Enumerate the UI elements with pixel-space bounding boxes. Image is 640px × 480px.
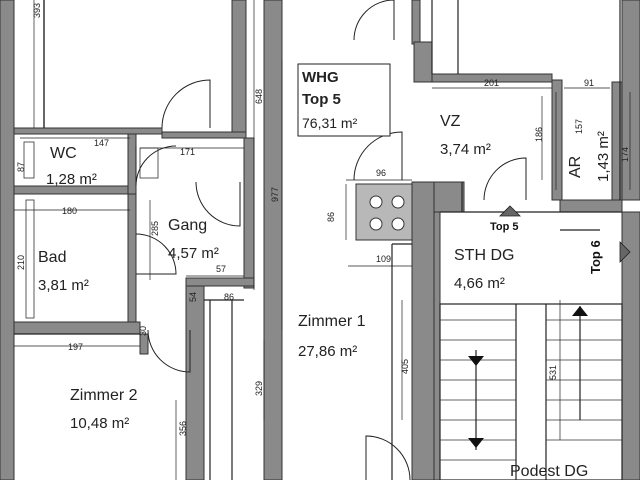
dim-87: 87 — [16, 162, 26, 172]
room-zimmer2-area: 10,48 m² — [70, 415, 129, 432]
door-arc-bad — [135, 233, 177, 275]
stair-arrow-down-icon — [468, 356, 484, 366]
room-podest-name: Podest DG — [510, 463, 588, 480]
top6-marker-label: Top 6 — [588, 240, 603, 274]
wall-gang-stub — [185, 285, 205, 480]
door-arc-top-center — [353, 0, 395, 41]
dim-147: 147 — [94, 138, 109, 148]
unit-number: Top 5 — [302, 91, 341, 108]
room-labels: WC 1,28 m² Bad 3,81 m² Gang 4,57 m² Zimm… — [38, 113, 612, 480]
dim-197: 197 — [68, 342, 83, 352]
unit-area: 76,31 m² — [302, 115, 358, 131]
dim-171: 171 — [180, 147, 195, 157]
wall-corridor-left — [263, 0, 283, 480]
wall-zimmer2-right-lower — [139, 333, 149, 355]
door-arc-zimmer2 — [147, 329, 191, 373]
door-arc-zimmer1-bottom — [365, 435, 411, 480]
dim-210: 210 — [16, 255, 26, 270]
top5-marker-icon — [499, 205, 521, 217]
wall-gang-bottom — [185, 277, 255, 287]
wall-top6-divider — [559, 199, 623, 213]
dim-285: 285 — [150, 221, 160, 236]
wall-top-right-divider — [411, 0, 421, 45]
room-ar-area: 1,43 m² — [595, 131, 612, 182]
room-zimmer1-name: Zimmer 1 — [298, 313, 366, 330]
dim-86b: 86 — [326, 212, 336, 222]
interior-lines — [14, 0, 622, 480]
wall-gang-top — [161, 131, 247, 139]
dimension-lines — [14, 0, 631, 480]
dim-180: 180 — [62, 206, 77, 216]
wall-wc-right — [127, 133, 137, 195]
room-zimmer1-area: 27,86 m² — [298, 343, 357, 360]
room-vz-area: 3,74 m² — [440, 141, 491, 158]
door-arc-zimmer1 — [353, 131, 403, 181]
room-bad-area: 3,81 m² — [38, 277, 89, 294]
room-sth-area: 4,66 m² — [454, 275, 505, 292]
unit-label: WHG Top 5 76,31 m² — [297, 63, 391, 137]
door-arc-wc — [135, 145, 177, 187]
dimension-labels: 393 648 147 87 171 180 210 285 57 54 86 … — [16, 3, 630, 436]
room-gang-area: 4,57 m² — [168, 245, 219, 262]
dim-977: 977 — [270, 187, 280, 202]
dim-54: 54 — [188, 292, 198, 302]
dim-96: 96 — [376, 168, 386, 178]
wall-top-left-room-right — [231, 0, 247, 139]
dim-109: 109 — [376, 254, 391, 264]
wall-vz-left — [413, 41, 433, 83]
wall-gang-right — [243, 137, 255, 289]
dim-201: 201 — [484, 78, 499, 88]
wall-stair-core — [433, 211, 441, 480]
room-zimmer2-name: Zimmer 2 — [70, 387, 138, 404]
stair-arrow-down-icon-2 — [468, 438, 484, 448]
dim-30: 30 — [138, 326, 148, 336]
wall-top-left-room-bottom — [13, 127, 163, 135]
dim-405: 405 — [400, 359, 410, 374]
dim-86a: 86 — [224, 292, 234, 302]
door-arc-gang-top — [161, 79, 211, 129]
room-wc-name: WC — [50, 145, 77, 162]
stove-icon — [355, 183, 413, 241]
room-ar-name: AR — [567, 156, 584, 178]
dim-648: 648 — [254, 89, 264, 104]
wall-ar-box — [551, 79, 563, 201]
dim-57: 57 — [216, 264, 226, 274]
door-arc-vz — [483, 157, 527, 201]
dim-531: 531 — [548, 365, 558, 380]
wall-vz-top — [431, 73, 553, 83]
stair-arrow-up-icon — [572, 306, 588, 316]
dim-329: 329 — [254, 381, 264, 396]
top6-marker-icon — [619, 241, 631, 263]
stairs — [439, 303, 623, 480]
dim-157: 157 — [574, 119, 584, 134]
dim-356: 356 — [178, 421, 188, 436]
wall-right-outer — [621, 0, 640, 201]
room-vz-name: VZ — [440, 113, 461, 130]
dim-174: 174 — [620, 147, 630, 162]
dim-186: 186 — [534, 127, 544, 142]
door-arc-gang-right — [195, 181, 241, 227]
room-wc-area: 1,28 m² — [46, 171, 97, 188]
wall-bad-right — [127, 193, 137, 327]
wall-left-outer — [0, 0, 15, 480]
top5-marker-label: Top 5 — [490, 221, 519, 233]
unit-name: WHG — [302, 69, 339, 86]
wall-bad-bottom — [13, 321, 141, 335]
room-bad-name: Bad — [38, 249, 66, 266]
top-markers: Top 5 Top 6 — [490, 205, 631, 274]
room-gang-name: Gang — [168, 217, 207, 234]
dim-393: 393 — [32, 3, 42, 18]
dim-91: 91 — [584, 78, 594, 88]
wall-vz-bottom — [433, 181, 465, 213]
wall-zimmer1-right — [411, 181, 435, 480]
room-sth-name: STH DG — [454, 247, 514, 264]
doors — [135, 0, 527, 480]
